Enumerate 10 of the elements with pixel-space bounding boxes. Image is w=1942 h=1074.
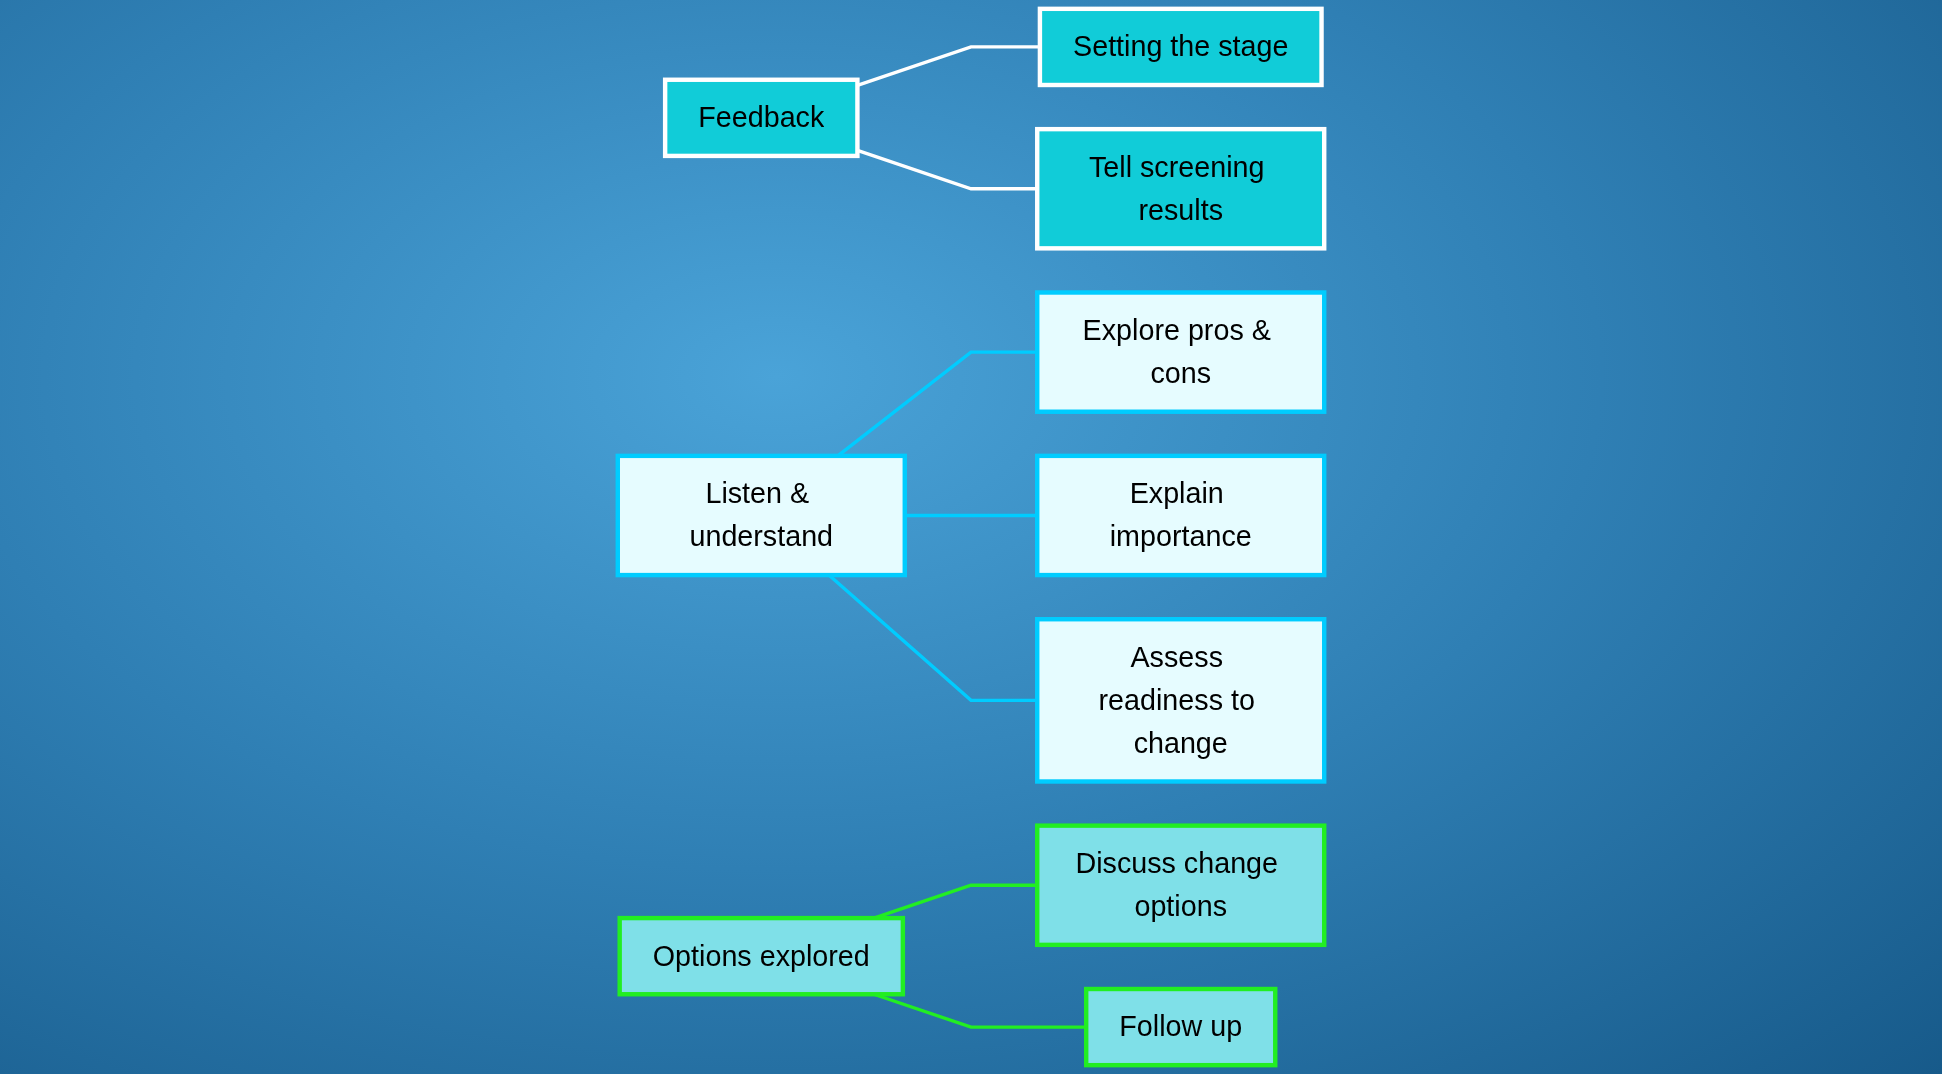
node-box: Feedback <box>662 77 860 159</box>
node-box: Follow up <box>1084 986 1278 1068</box>
node-box: Setting the stage <box>1037 6 1324 88</box>
node-box: Tell screening results <box>1035 126 1327 251</box>
node-box: Assess readiness to change <box>1035 617 1327 784</box>
node-box: Explain importance <box>1035 453 1327 578</box>
node-box: Options explored <box>617 915 906 997</box>
node-box: Listen & understand <box>615 453 907 578</box>
node-box: Explore pros & cons <box>1035 290 1327 414</box>
node-box: Discuss change options <box>1035 823 1327 948</box>
